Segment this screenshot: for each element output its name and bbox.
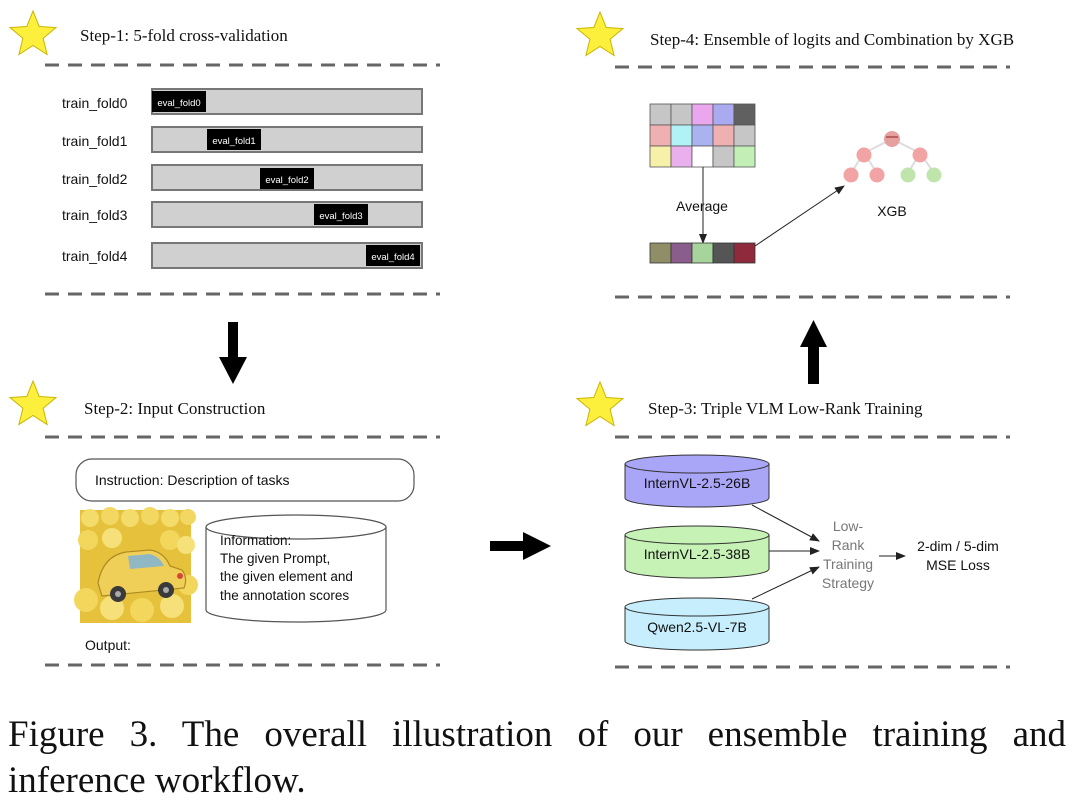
averaged-logits [649,242,756,264]
model-cylinder [624,525,770,579]
step4-title: Step-4: Ensemble of logits and Combinati… [650,30,1014,49]
step2-panel: Step-2: Input Construction Instruction: … [8,379,440,667]
figure-caption: Figure 3. The overall illustration of ou… [8,714,1066,801]
fold-row: train_fold4 eval_fold4 [62,242,423,269]
car-image [74,507,198,623]
fold-row: train_fold0 eval_fold0 [62,88,423,115]
fold-row: train_fold2 eval_fold2 [62,164,423,191]
fold-row: train_fold1 eval_fold1 [62,126,423,153]
model-cylinder [624,597,770,651]
average-label: Average [676,198,728,214]
eval-fold-label: eval_fold4 [371,252,414,263]
information-line: The given Prompt, [220,551,330,566]
information-line: the annotation scores [220,588,349,603]
model-cylinder [624,454,770,508]
eval-fold-label: eval_fold3 [319,211,362,222]
strategy-line: Low- [833,518,864,534]
strategy-line: Rank [832,537,866,553]
eval-fold-label: eval_fold1 [212,136,255,147]
down-arrow [219,322,247,384]
model-label: Qwen2.5-VL-7B [647,619,747,635]
xgb-tree-icon [843,131,942,183]
star-icon [575,10,625,57]
connector-arrow [751,566,820,600]
fold-row: train_fold3 eval_fold3 [62,201,423,228]
instruction-text: Instruction: Description of tasks [95,472,290,488]
train-fold-label: train_fold0 [62,95,128,111]
star-icon [575,380,625,427]
information-cylinder [205,514,387,623]
model-label: InternVL-2.5-26B [644,475,751,491]
logits-grid [649,103,756,168]
step2-title: Step-2: Input Construction [84,399,266,418]
xgb-label: XGB [877,203,907,219]
train-fold-label: train_fold2 [62,171,128,187]
train-bar [151,201,423,228]
strategy-line: Training [823,556,873,572]
eval-box [152,91,206,112]
step4-panel: Step-4: Ensemble of logits and Combinati… [575,10,1014,299]
instruction-box [75,458,415,502]
train-fold-label: train_fold1 [62,133,128,149]
star-icon [8,379,58,426]
loss-line: MSE Loss [926,557,990,573]
eval-fold-label: eval_fold0 [157,98,200,109]
information-line: the given element and [220,569,353,584]
train-fold-label: train_fold4 [62,248,128,264]
connector-arrow [751,504,820,542]
train-fold-label: train_fold3 [62,207,128,223]
eval-box [207,129,261,150]
output-label: Output: [85,637,131,653]
eval-box [260,168,314,189]
step3-title: Step-3: Triple VLM Low-Rank Training [648,399,923,418]
model-label: InternVL-2.5-38B [644,546,751,562]
strategy-line: Strategy [822,575,874,591]
eval-fold-label: eval_fold2 [265,175,308,186]
eval-box [314,204,368,225]
eval-box [366,245,420,266]
loss-line: 2-dim / 5-dim [917,538,999,554]
connector-arrow [754,185,845,247]
up-arrow [800,320,827,384]
step1-panel: Step-1: 5-fold cross-validation train_fo… [8,9,440,296]
star-icon [8,9,58,56]
train-bar [151,126,423,153]
step3-panel: Step-3: Triple VLM Low-Rank Training Int… [575,380,1010,669]
step1-title: Step-1: 5-fold cross-validation [80,26,288,45]
right-arrow [490,532,551,560]
information-line: Information: [220,533,291,548]
